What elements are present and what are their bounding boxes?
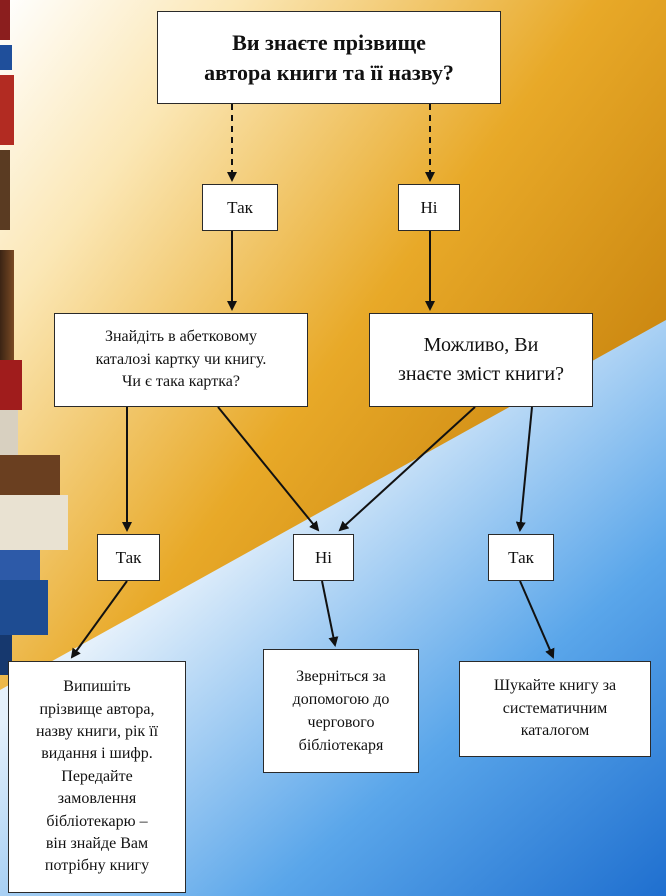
answer-no-2-text: Ні bbox=[315, 547, 332, 567]
answer-yes-1-text: Так bbox=[227, 197, 253, 217]
answer-no-1-text: Ні bbox=[420, 197, 438, 217]
answer-no-1-box: Ні bbox=[398, 184, 460, 231]
search-alphabetic-catalog-box: Знайдіть в абетковому каталозі картку чи… bbox=[54, 313, 308, 407]
question-author-title-text: Ви знаєте прізвище автора книги та її на… bbox=[204, 29, 454, 85]
question-content-text: Можливо, Ви знаєте зміст книги? bbox=[397, 334, 565, 385]
answer-no-2-box: Ні bbox=[293, 534, 354, 581]
ask-librarian-box: Зверніться за допомогою до чергового біб… bbox=[263, 649, 419, 773]
write-out-details-text: Випишіть прізвище автора, назву книги, р… bbox=[35, 678, 159, 875]
search-systematic-catalog-box: Шукайте книгу за систематичним каталогом bbox=[459, 661, 651, 757]
answer-yes-3-text: Так bbox=[508, 547, 534, 567]
answer-yes-2-text: Так bbox=[115, 547, 142, 567]
search-alphabetic-catalog-text: Знайдіть в абетковому каталозі картку чи… bbox=[95, 328, 267, 391]
answer-yes-3-box: Так bbox=[488, 534, 554, 581]
write-out-details-box: Випишіть прізвище автора, назву книги, р… bbox=[8, 661, 186, 893]
question-author-title-box: Ви знаєте прізвище автора книги та її на… bbox=[157, 11, 501, 104]
answer-yes-1-box: Так bbox=[202, 184, 278, 231]
search-systematic-catalog-text: Шукайте книгу за систематичним каталогом bbox=[493, 677, 617, 740]
book-stack-illustration bbox=[0, 0, 68, 675]
ask-librarian-text: Зверніться за допомогою до чергового біб… bbox=[292, 667, 390, 755]
question-content-box: Можливо, Ви знаєте зміст книги? bbox=[369, 313, 593, 407]
answer-yes-2-box: Так bbox=[97, 534, 160, 581]
